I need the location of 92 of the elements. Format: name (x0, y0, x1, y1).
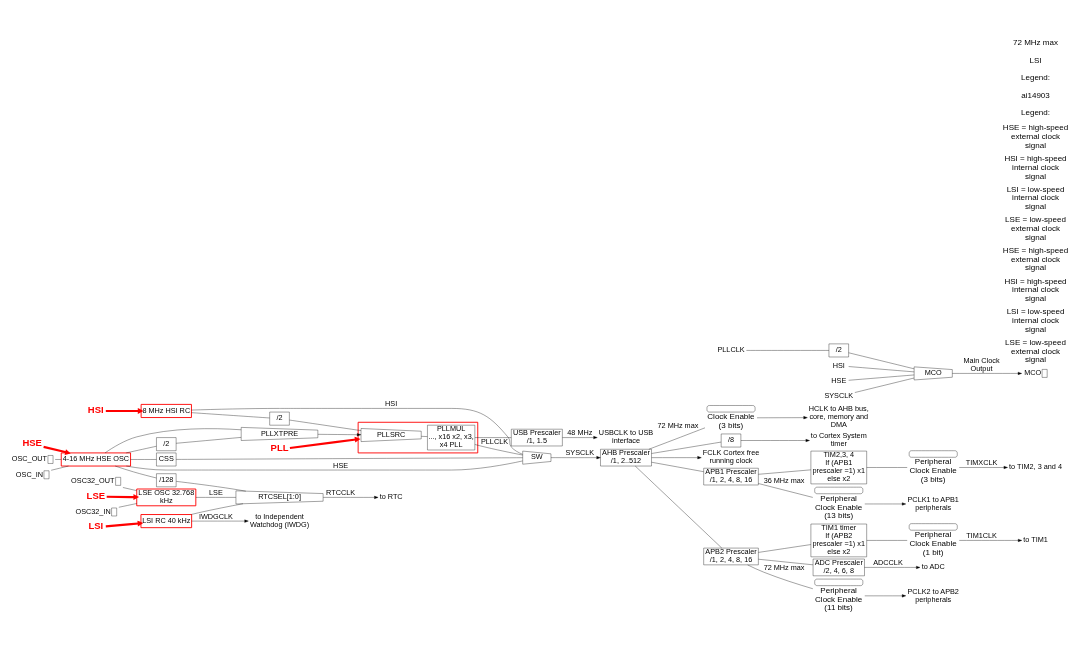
node-box (111, 507, 117, 516)
node-box: MCO (913, 366, 953, 380)
node-text: PLL (270, 441, 289, 453)
node-box: LSI RC 40 kHz (140, 513, 193, 528)
node-box: APB1 Prescaler /1, 2, 4, 8, 16 (703, 467, 759, 485)
node-box: ADC Prescaler /2, 4, 6, 8 (812, 558, 865, 576)
arrow (106, 493, 140, 500)
node-box: 4-16 MHz HSE OSC (60, 451, 131, 466)
node-box (1041, 368, 1048, 378)
edge-label: PLLCLK (480, 436, 509, 446)
node-gate (706, 404, 756, 412)
node-label: OSC_IN (15, 469, 43, 479)
node-box (115, 476, 121, 486)
arrow (191, 519, 249, 523)
arrow (959, 465, 1008, 469)
edge-label: SYSCLK (565, 447, 595, 457)
node-text: to ADC (921, 561, 945, 571)
arrow (864, 565, 921, 569)
node-text: to TIM1 (1023, 534, 1048, 544)
edge-label: ADCCLK (873, 557, 903, 567)
node-box: /2 (156, 436, 177, 451)
node-text: PLLCLK (717, 344, 745, 354)
node-label: OSC32_OUT (71, 475, 115, 485)
node-label: OSC_OUT (11, 453, 48, 463)
node-box (43, 470, 50, 479)
node-gate (814, 578, 864, 586)
arrow (864, 593, 906, 597)
edge-label: TIM1CLK (966, 530, 997, 540)
arrow (651, 455, 702, 459)
arrow (43, 445, 71, 455)
node-box: LSE OSC 32.768 kHz (136, 488, 197, 506)
node-text: FCLK Cortex free running clock (702, 447, 760, 465)
node-text: to TIM2, 3 and 4 (1009, 461, 1062, 471)
node-box: SW (522, 450, 552, 464)
edge-label: Main Clock Output (963, 355, 1000, 373)
node-text: HSE (831, 375, 847, 385)
node-gate (909, 522, 958, 530)
arrow (317, 432, 362, 436)
node-text: USBCLK to USB interface (598, 427, 654, 445)
node-box: APB2 Prescaler /1, 2, 4, 8, 16 (703, 547, 759, 565)
node-label: MCO (1024, 367, 1042, 377)
node-box: CSS (156, 452, 177, 466)
node-text: PCLK1 to APB1 peripherals (907, 494, 959, 512)
node-text: PCLK2 to APB2 peripherals (907, 586, 959, 604)
node-text: LSI (88, 519, 104, 531)
node-box (47, 454, 54, 464)
node-box: TIM2,3, 4 If (APB1 prescaler =1) x1 else x2 (810, 450, 867, 484)
arrow (952, 371, 1022, 375)
node-box: AHB Prescaler /1, 2..512 (600, 448, 652, 466)
node-box: PLLSRC (360, 427, 422, 442)
arrow (323, 495, 379, 499)
edge-label: HSE (333, 460, 349, 470)
arrow (959, 538, 1022, 542)
arrow (289, 436, 361, 449)
node-gate (814, 486, 864, 494)
edge-label: LSE (209, 487, 223, 497)
node-gate (909, 450, 958, 457)
node-text: SYSCLK (824, 390, 854, 400)
edge-label: 72 MHz max (657, 420, 699, 430)
node-box: 8 MHz HSI RC (140, 403, 192, 418)
arrow (740, 438, 810, 442)
node-text: HSE (22, 436, 42, 448)
edge-label: 48 MHz (567, 427, 593, 437)
node-box: TIM1 timer If (APB2 prescaler =1) x1 else x2 (810, 523, 867, 557)
edge-label: RTCCLK (326, 487, 356, 497)
edge-label: 72 MHz max (763, 562, 805, 572)
arrow (105, 407, 144, 414)
edge-label: IWDGCLK (198, 511, 233, 521)
node-text: to Independent Watchdog (IWDG) (249, 511, 310, 529)
node-box: /2 (828, 343, 849, 357)
node-box: /2 (269, 411, 290, 425)
node-text: HCLK to AHB bus, core, memory and DMA (808, 403, 869, 429)
edge-label: HSI (385, 398, 398, 408)
node-box: RTCSEL[1:0] (235, 490, 324, 504)
arrow (562, 435, 598, 439)
arrow (864, 502, 906, 505)
node-text: HSI (87, 403, 104, 415)
node-box: PLLMUL ..., x16 x2, x3, x4 PLL (427, 424, 475, 450)
node-text: to Cortex System timer (810, 430, 867, 448)
node-label: OSC32_IN (75, 506, 111, 516)
node-box: PLLXTPRE (241, 426, 319, 441)
node-box: /8 (721, 433, 742, 447)
node-box: USB Prescaler /1, 1.5 (511, 428, 563, 446)
edge-label: TIMXCLK (965, 457, 998, 467)
arrow (105, 520, 144, 528)
node-text: HSI (832, 360, 845, 370)
arrow (756, 415, 808, 419)
node-box: /128 (156, 473, 177, 487)
node-text: LSE (86, 489, 106, 501)
edge-label: 36 MHz max (763, 475, 805, 485)
arrow (550, 455, 601, 459)
node-text: to RTC (379, 491, 403, 501)
